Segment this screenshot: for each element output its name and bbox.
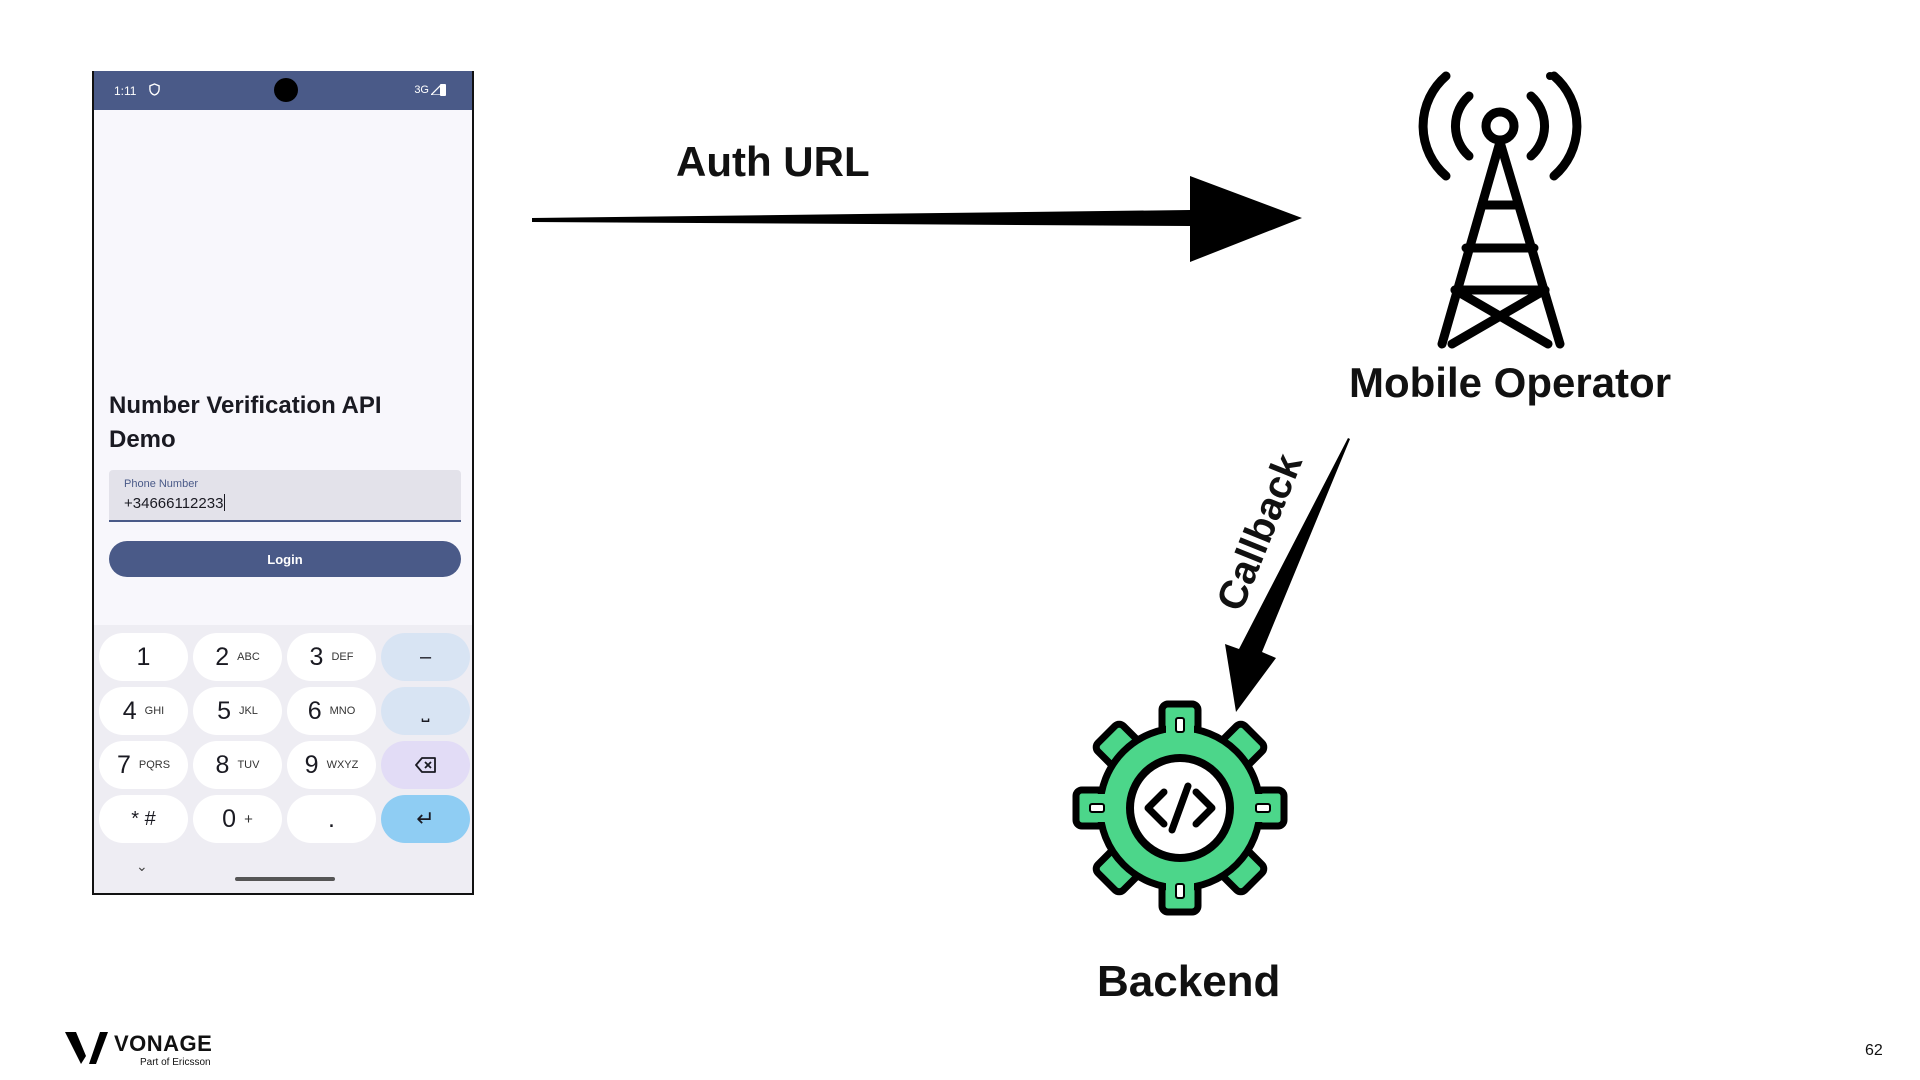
auth-url-label: Auth URL [676,138,870,185]
key-star-hash[interactable]: * # [99,795,188,843]
key-8[interactable]: 8 TUV [193,741,282,789]
key-digit: 7 [116,750,131,779]
code-gear-icon [1072,700,1288,916]
backend-label: Backend [1097,957,1281,1006]
page-number: 62 [1865,1042,1883,1059]
battery-icon [440,84,446,96]
key-letters: PQRS [138,759,171,771]
phone-number-value: +34666112233 [124,495,224,512]
phone-number-input[interactable]: +34666112233 [124,494,226,512]
chevron-down-icon[interactable]: ⌄ [136,858,148,874]
key-backspace[interactable] [381,741,470,789]
key-period[interactable]: . [287,795,376,843]
key-digit: 5 [217,696,231,725]
text-caret [224,494,226,511]
callback-arrow [1225,438,1350,712]
key-space[interactable]: ⎵ [381,687,470,735]
key-digit: 4 [122,696,137,725]
key-digit: . [328,804,335,833]
phone-number-field[interactable]: Phone Number +34666112233 [109,470,461,522]
key-dash[interactable]: – [381,633,470,681]
key-4[interactable]: 4 GHI [99,687,188,735]
status-time: 1:11 [114,84,137,98]
key-3[interactable]: 3 DEF [287,633,376,681]
signal-icon [431,84,442,95]
key-letters: ABC [237,651,260,663]
status-bar: 1:11 3G [94,71,472,110]
shield-icon [149,83,160,96]
key-7[interactable]: 7 PQRS [99,741,188,789]
mobile-operator-label: Mobile Operator [1349,359,1672,406]
network-type: 3G [414,84,429,96]
key-letters: JKL [238,705,258,717]
key-letters: WXYZ [326,759,359,771]
vonage-wordmark: VONAGE [114,1031,213,1056]
key-enter[interactable]: ↵ [381,795,470,843]
gesture-bar [235,877,335,881]
vonage-logo-icon [65,1032,108,1064]
key-letters: MNO [329,705,356,717]
key-letters: GHI [144,705,165,717]
key-letters: TUV [237,759,260,771]
phone-number-label: Phone Number [124,478,198,490]
front-camera [274,78,298,102]
key-digit: * # [131,807,156,830]
key-9[interactable]: 9 WXYZ [287,741,376,789]
key-digit: 8 [215,750,230,779]
key-digit: 6 [307,696,322,725]
key-6[interactable]: 6 MNO [287,687,376,735]
key-5[interactable]: 5 JKL [193,687,282,735]
key-digit: 3 [309,642,324,671]
key-letters: DEF [331,651,354,663]
key-1[interactable]: 1 [99,633,188,681]
key-digit: 0 [222,804,237,833]
key-2[interactable]: 2 ABC [193,633,282,681]
phone-screenshot: 1:11 3G Number Verification API Demo Pho… [92,71,474,895]
cell-tower-icon [1418,71,1582,349]
key-0[interactable]: 0+ [193,795,282,843]
vonage-subtitle: Part of Ericsson [140,1057,211,1068]
key-digit: 2 [215,642,230,671]
auth-url-arrow [532,176,1302,262]
numeric-keypad: 1 2 ABC 3 DEF – 4 GHI 5 JKL 6 MNO ⎵ 7 PQRS 8 TU… [94,625,472,893]
key-digit: 1 [136,642,151,671]
key-digit: 9 [304,750,319,779]
app-title: Number Verification API Demo [109,392,382,453]
tower-dot [1546,72,1554,80]
login-button[interactable]: Login [109,541,461,577]
key-letters: + [244,810,253,828]
backspace-icon [414,757,436,773]
